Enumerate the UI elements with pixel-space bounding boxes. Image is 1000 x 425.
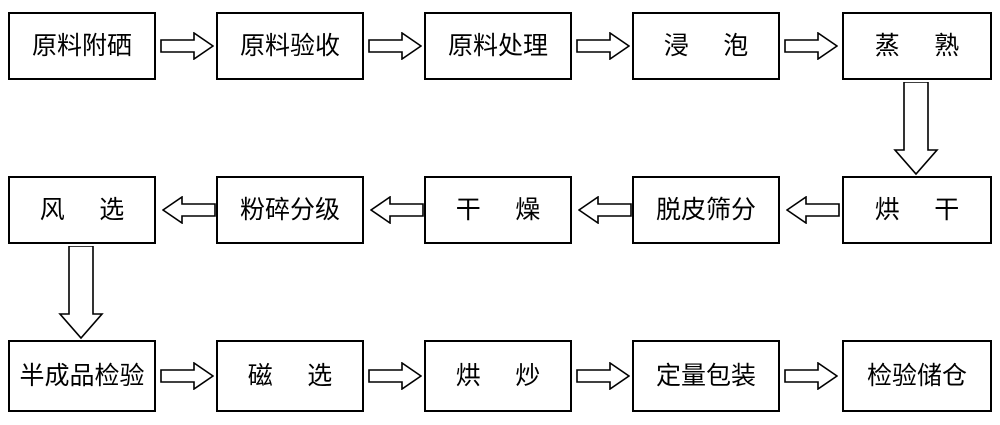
process-node-air-separation[interactable]: 风 选 <box>8 176 156 244</box>
arrow-right-n14-n15 <box>784 362 838 390</box>
arrow-right-n4-n5 <box>784 32 838 60</box>
process-node-quantitative-packaging[interactable]: 定量包装 <box>632 340 780 412</box>
arrow-right-n1-n2 <box>160 32 214 60</box>
process-node-peeling-screening[interactable]: 脱皮筛分 <box>632 176 780 244</box>
arrow-left-n6-n7 <box>786 196 840 224</box>
node-label: 定量包装 <box>655 361 756 390</box>
process-node-raw-material-acceptance[interactable]: 原料验收 <box>216 12 364 80</box>
node-label: 磁 选 <box>247 361 346 390</box>
node-label: 原料附硒 <box>31 31 132 60</box>
arrow-right-n11-n12 <box>160 362 214 390</box>
arrow-right-n13-n14 <box>576 362 630 390</box>
node-label: 烘 炒 <box>455 361 554 390</box>
node-label: 蒸 熟 <box>874 31 973 60</box>
process-node-raw-material-selenium[interactable]: 原料附硒 <box>8 12 156 80</box>
node-label: 浸 泡 <box>663 31 762 60</box>
process-node-grinding-grading[interactable]: 粉碎分级 <box>216 176 364 244</box>
process-node-drying-hot-air[interactable]: 烘 干 <box>842 176 992 244</box>
process-node-semi-finished-inspection[interactable]: 半成品检验 <box>8 340 156 412</box>
process-node-roasting[interactable]: 烘 炒 <box>424 340 572 412</box>
node-label: 粉碎分级 <box>239 195 340 224</box>
process-node-steaming[interactable]: 蒸 熟 <box>842 12 992 80</box>
arrow-left-n8-n9 <box>370 196 424 224</box>
process-node-drying[interactable]: 干 燥 <box>424 176 572 244</box>
node-label: 干 燥 <box>455 195 554 224</box>
arrow-down-n10-n11 <box>52 246 112 340</box>
arrow-right-n3-n4 <box>576 32 630 60</box>
process-node-magnetic-separation[interactable]: 磁 选 <box>216 340 364 412</box>
node-label: 风 选 <box>39 195 138 224</box>
process-node-raw-material-handling[interactable]: 原料处理 <box>424 12 572 80</box>
arrow-right-n12-n13 <box>368 362 422 390</box>
arrow-down-n5-n6 <box>887 82 947 176</box>
node-label: 半成品检验 <box>19 361 145 390</box>
arrow-left-n9-n10 <box>162 196 216 224</box>
process-node-inspection-storage[interactable]: 检验储仓 <box>842 340 992 412</box>
node-label: 原料验收 <box>239 31 340 60</box>
node-label: 脱皮筛分 <box>655 195 756 224</box>
node-label: 检验储仓 <box>866 361 967 390</box>
node-label: 原料处理 <box>447 31 548 60</box>
arrow-right-n2-n3 <box>368 32 422 60</box>
node-label: 烘 干 <box>874 195 973 224</box>
process-node-soaking[interactable]: 浸 泡 <box>632 12 780 80</box>
arrow-left-n7-n8 <box>578 196 632 224</box>
